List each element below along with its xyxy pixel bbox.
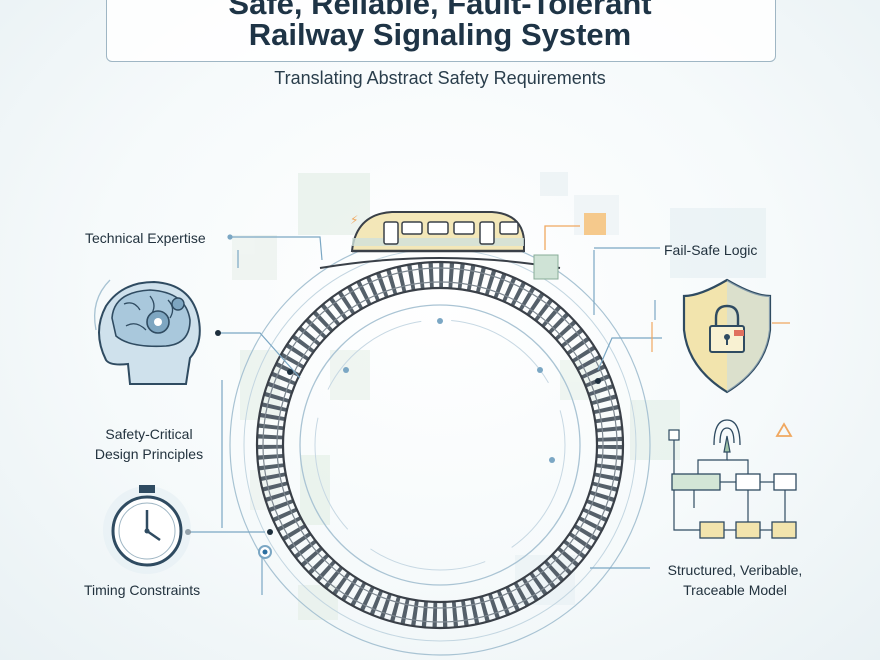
stopwatch-icon: [103, 485, 191, 574]
railway-track: [255, 260, 625, 630]
connector-dot: [267, 529, 273, 535]
ring-node: [343, 367, 349, 373]
title-frame: [106, 0, 776, 62]
label-structured-line1: Structured, Veribable,: [667, 562, 803, 578]
label-timing-constraints: Timing Constraints: [84, 582, 201, 598]
accent-square-green: [533, 254, 559, 280]
connector-dot: [215, 330, 221, 336]
outer-ring: [229, 234, 651, 656]
subtitle: Translating Abstract Safety Requirements: [274, 68, 606, 88]
orange-connector: [544, 225, 580, 250]
inner-ring: [299, 304, 581, 586]
ring-node: [537, 367, 543, 373]
label-safety-critical: Safety-Critical Design Principles: [84, 424, 214, 464]
connector-dot: [287, 369, 293, 375]
title-line-2: Railway Signaling System: [248, 17, 632, 52]
warning-triangle-icon: [775, 422, 793, 437]
label-technical-expertise: Technical Expertise: [85, 230, 206, 246]
connector-dot: [227, 234, 233, 240]
title-line-1: Safe, Reliable, Fault-Tolerant: [228, 0, 652, 21]
label-structured-line2: Traceable Model: [683, 582, 787, 598]
label-safety-critical-line2: Design Principles: [94, 446, 204, 462]
flow-diagram-icon: [668, 429, 797, 539]
inner-ring-2: [314, 319, 566, 571]
label-fail-safe-logic: Fail-Safe Logic: [664, 242, 758, 258]
connector-lines: [188, 236, 662, 595]
connector-dot: [595, 378, 601, 384]
timing-node-dot: [262, 549, 268, 555]
accent-square: [584, 213, 606, 235]
label-safety-critical-line1: Safety-Critical: [105, 426, 193, 442]
outer-ring-2: [243, 248, 637, 642]
signal-tower-icon: [713, 419, 741, 453]
shield-lock-icon: [651, 278, 790, 394]
spark-icon: ⚡: [350, 213, 358, 227]
ring-node: [437, 318, 443, 324]
train-icon: [319, 211, 561, 269]
label-structured-model: Structured, Veribable, Traceable Model: [650, 560, 820, 600]
ring-node: [549, 457, 555, 463]
brain-gear-icon: [93, 279, 201, 385]
